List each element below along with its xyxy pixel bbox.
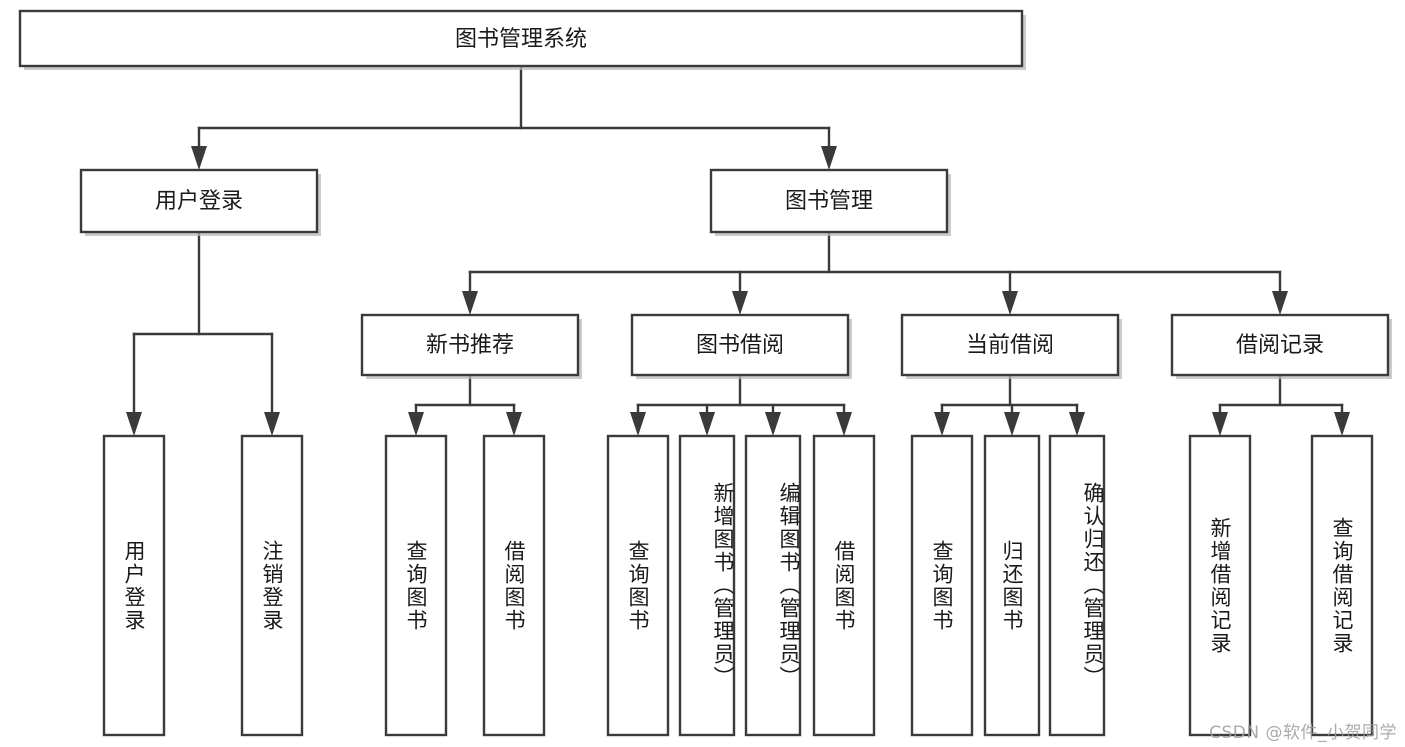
node-new-book-recommend-box[interactable]: [360, 313, 580, 377]
connector-group-borrow: [630, 373, 852, 436]
csdn-watermark: CSDN @软件_小贺同学: [1209, 723, 1397, 743]
arrow-head-leaf-confirm-return: [1069, 412, 1085, 436]
node-book-management-box[interactable]: [709, 168, 949, 234]
node-user-login-label: 用户登录: [155, 189, 243, 214]
arrow-head-leaf-user-login: [126, 412, 142, 436]
node-book-borrow-label: 图书借阅: [696, 333, 784, 358]
node-current-borrow-label: 当前借阅: [966, 333, 1054, 358]
leaf-box-query-books-3[interactable]: [910, 434, 974, 737]
arrow-head-user-login: [191, 146, 207, 170]
arrow-head-leaf-logout: [264, 412, 280, 436]
node-borrow-records[interactable]: 借阅记录: [1170, 313, 1392, 379]
arrow-head-leaf-query-record: [1334, 412, 1350, 436]
node-new-book-recommend-label: 新书推荐: [426, 333, 514, 358]
connector-group-records: [1212, 373, 1350, 436]
arrow-head-newbooks: [462, 291, 478, 315]
leaf-box-add-book[interactable]: [678, 434, 736, 737]
leaf-box-return-book[interactable]: [983, 434, 1041, 737]
node-root-box[interactable]: [18, 9, 1024, 68]
node-current-borrow[interactable]: 当前借阅: [900, 313, 1122, 379]
arrow-head-leaf-add-book: [699, 412, 715, 436]
node-book-management-label: 图书管理: [785, 189, 873, 214]
leaf-box-query-record[interactable]: [1310, 434, 1374, 737]
node-book-borrow-box[interactable]: [630, 313, 850, 377]
connector-group-user-login: [126, 230, 280, 436]
connector-group-current: [934, 373, 1085, 436]
leaf-box-borrow-books-2[interactable]: [812, 434, 876, 737]
node-user-login[interactable]: 用户登录: [79, 168, 321, 236]
node-book-borrow[interactable]: 图书借阅: [630, 313, 852, 379]
node-root[interactable]: 图书管理系统: [18, 9, 1026, 70]
arrow-head-leaf-query-books-1: [408, 412, 424, 436]
connector-group-root: [191, 64, 837, 170]
leaf-box-borrow-books-1[interactable]: [482, 434, 546, 737]
arrow-head-leaf-query-books-2: [630, 412, 646, 436]
node-borrow-records-label: 借阅记录: [1236, 333, 1324, 358]
node-root-label: 图书管理系统: [455, 27, 587, 52]
node-user-login-box[interactable]: [79, 168, 319, 234]
leaf-boxes: [102, 434, 1374, 737]
leaf-box-user-login[interactable]: [102, 434, 166, 737]
connector-group-book-mgmt: [462, 230, 1288, 315]
leaf-box-confirm-return[interactable]: [1048, 434, 1106, 737]
arrow-head-leaf-borrow-books-1: [506, 412, 522, 436]
arrow-head-leaf-edit-book: [765, 412, 781, 436]
arrow-head-leaf-add-record: [1212, 412, 1228, 436]
node-borrow-records-box[interactable]: [1170, 313, 1390, 377]
node-new-book-recommend[interactable]: 新书推荐: [360, 313, 582, 379]
arrow-head-leaf-return-book: [1004, 412, 1020, 436]
node-book-management[interactable]: 图书管理: [709, 168, 951, 236]
leaf-box-query-books-1[interactable]: [384, 434, 448, 737]
leaf-box-edit-book[interactable]: [744, 434, 802, 737]
leaf-box-logout[interactable]: [240, 434, 304, 737]
node-current-borrow-box[interactable]: [900, 313, 1120, 377]
leaf-box-add-record[interactable]: [1188, 434, 1252, 737]
arrow-head-borrow: [732, 291, 748, 315]
arrow-head-current: [1002, 291, 1018, 315]
arrow-head-leaf-borrow-books-2: [836, 412, 852, 436]
arrow-head-book-mgmt: [821, 146, 837, 170]
arrow-head-leaf-query-books-3: [934, 412, 950, 436]
leaf-box-query-books-2[interactable]: [606, 434, 670, 737]
connector-group-newbooks: [408, 373, 522, 436]
arrow-head-records: [1272, 291, 1288, 315]
